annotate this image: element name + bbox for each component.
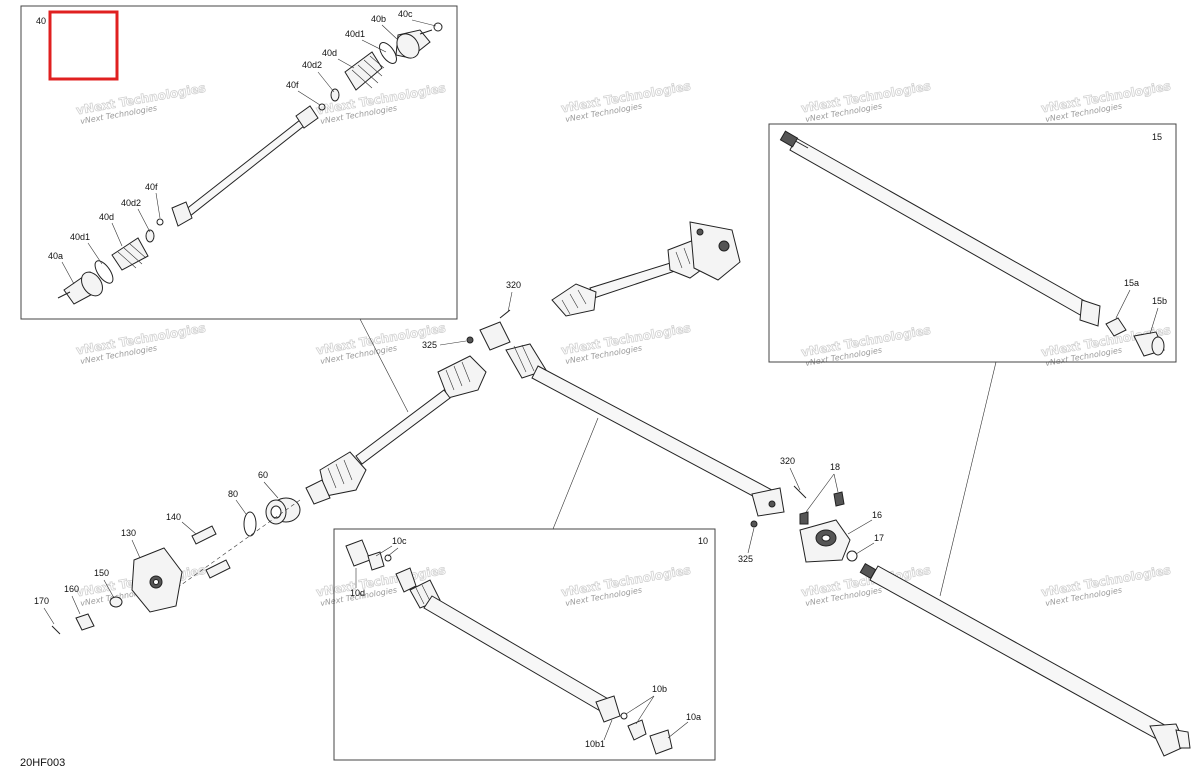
main-propeller-shaft[interactable]	[505, 343, 807, 528]
callout-140: 140	[166, 512, 181, 522]
watermark: vNext Technologies vNext Technologies	[560, 320, 692, 365]
watermark: vNext Technologies vNext Technologies	[560, 562, 692, 607]
steering-knuckle[interactable]	[51, 525, 231, 635]
watermark: vNext Technologies vNext Technologies	[1040, 78, 1172, 123]
rear-propeller-shaft[interactable]	[779, 130, 1165, 357]
watermark: vNext Technologies vNext Technologies	[75, 320, 207, 365]
front-axle-shaft-exploded[interactable]	[57, 22, 443, 305]
callout-325: 325	[738, 554, 753, 564]
callout-40d2: 40d2	[121, 198, 141, 208]
callout-320: 320	[506, 280, 521, 290]
callout-320: 320	[780, 456, 795, 466]
callout-40d1: 40d1	[345, 29, 365, 39]
callout-10b1: 10b1	[585, 739, 605, 749]
callout-150: 150	[94, 568, 109, 578]
upper-bolt-callouts: 320 325	[422, 280, 521, 350]
mid-bolt-callouts: 320 325	[738, 456, 801, 564]
front-shaft-upper-joint[interactable]	[466, 309, 511, 351]
rear-prop-shaft-detail-box	[768, 123, 1177, 363]
callout-10d: 10d	[350, 588, 365, 598]
front-prop-shaft-detail-label: 10	[698, 536, 708, 546]
callout-40c: 40c	[398, 9, 413, 19]
front-shaft-callouts: 10c 10d 10b 10a 10b1	[350, 536, 701, 749]
watermark: vNext Technologies vNext Technologies	[800, 322, 932, 367]
knuckle-callouts: 140 130 150 160 170	[34, 512, 197, 625]
rear-cv-axle[interactable]	[551, 221, 741, 317]
leader-line-10	[552, 417, 599, 530]
callout-160: 160	[64, 584, 79, 594]
watermark: vNext Technologies vNext Technologies	[1040, 562, 1172, 607]
callout-15a: 15a	[1124, 278, 1139, 288]
callout-10b: 10b	[652, 684, 667, 694]
callout-40f: 40f	[286, 80, 299, 90]
highlight-marker[interactable]	[48, 10, 119, 81]
diagram-code: 20HF003	[20, 757, 65, 769]
carrier-bearing[interactable]	[799, 491, 858, 563]
callout-325: 325	[422, 340, 437, 350]
front-cv-axle[interactable]	[305, 355, 487, 505]
carrier-callouts: 18 16 17	[805, 462, 884, 555]
callout-130: 130	[121, 528, 136, 538]
callout-170: 170	[34, 596, 49, 606]
callout-10a: 10a	[686, 712, 701, 722]
callout-15b: 15b	[1152, 296, 1167, 306]
callout-60: 60	[258, 470, 268, 480]
callout-10c: 10c	[392, 536, 407, 546]
callout-40a: 40a	[48, 251, 63, 261]
watermark: vNext Technologies vNext Technologies	[75, 80, 207, 125]
callout-17: 17	[874, 533, 884, 543]
front-axle-detail-label: 40	[36, 16, 46, 26]
watermark: vNext Technologies vNext Technologies	[560, 78, 692, 123]
front-prop-shaft-detail-box	[333, 528, 716, 761]
rear-shaft-callouts: 15a 15b	[1115, 278, 1167, 335]
callout-18: 18	[830, 462, 840, 472]
front-axle-detail-box	[20, 5, 458, 320]
rear-output-shaft[interactable]	[859, 562, 1191, 757]
callout-40b: 40b	[371, 14, 386, 24]
callout-40d: 40d	[322, 48, 337, 58]
front-propeller-shaft-exploded[interactable]	[345, 539, 673, 755]
callout-40d1: 40d1	[70, 232, 90, 242]
front-axle-callouts: 40b 40c 40d1 40d 40d2 40f 40f 40d2 40d 4…	[48, 9, 437, 285]
callout-40f: 40f	[145, 182, 158, 192]
callout-40d2: 40d2	[302, 60, 322, 70]
leader-line-15	[939, 361, 997, 597]
watermark: vNext Technologies vNext Technologies	[800, 78, 932, 123]
hub-bearing[interactable]	[159, 497, 301, 601]
callout-16: 16	[872, 510, 882, 520]
rear-prop-shaft-detail-label: 15	[1152, 132, 1162, 142]
hub-callouts: 60 80	[228, 470, 279, 515]
callout-80: 80	[228, 489, 238, 499]
callout-40d: 40d	[99, 212, 114, 222]
leader-line-40	[359, 318, 409, 413]
watermark: vNext Technologies vNext Technologies	[315, 80, 447, 125]
